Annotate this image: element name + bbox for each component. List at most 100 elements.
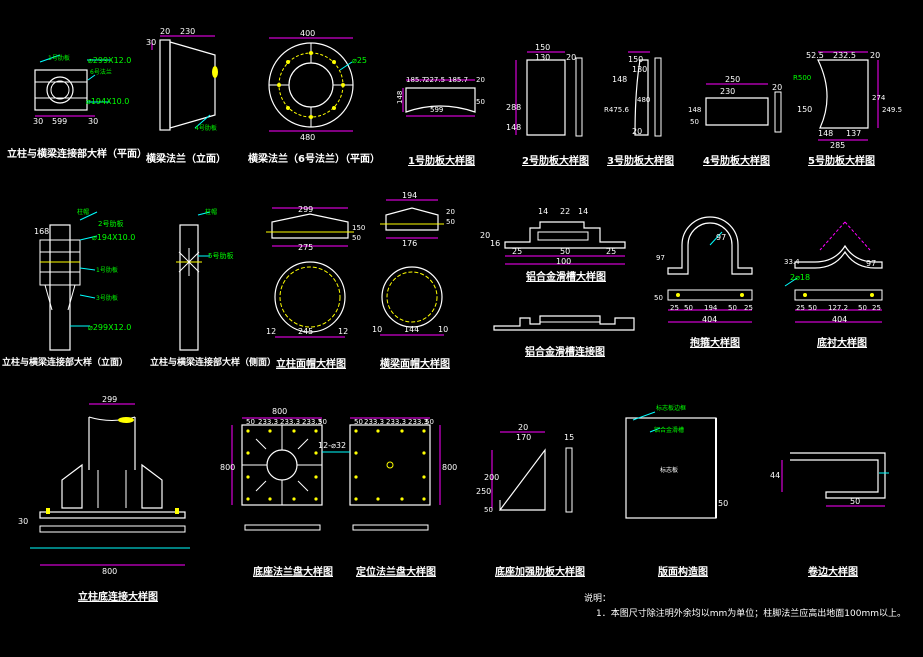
v11-dim-b: 275 (298, 243, 313, 252)
view-positioning-flange: 50 233.3 233.3 233.3 50 12-⌀32 800 (318, 417, 457, 531)
v11-dim-f: 150 (352, 224, 365, 232)
v4-dim-e: 599 (430, 106, 443, 114)
v16-dim-d: 50 (808, 304, 817, 312)
v12-dim-g: 50 (446, 218, 455, 226)
title-column-beam-plan: 立柱与横梁连接部大样（平面） (7, 149, 147, 160)
v8-dim-g: 137 (846, 129, 861, 138)
v1-dim-left: 30 (33, 117, 43, 126)
v5-dim-c: 20 (566, 53, 576, 62)
v19-dim-b: 233.3 (364, 418, 384, 426)
title-column-beam-side: 立柱与横梁连接部大样（侧面） (150, 358, 277, 368)
title-column-cap: 立柱面帽大样图 (276, 359, 346, 370)
title-aluminium-slot-connection: 铝合金滑槽连接图 (525, 347, 605, 358)
view-hoop: 97 97 50 25 50 194 50 25 404 (654, 216, 753, 324)
v16-dim-a: 33.4 (784, 258, 800, 266)
v1-note-flange: 6号法兰 (90, 68, 112, 76)
v18-dim-d: 233.3 (302, 418, 322, 426)
view-beam-flange-elevation: 20 230 30 4号肋板 (146, 27, 218, 132)
v9-dim-c: ⌀299X12.0 (88, 323, 131, 332)
v21-note-slot: 铝合金滑槽 (654, 426, 684, 434)
v3-dim-top: 400 (300, 29, 315, 38)
v11-dim-d: 245 (298, 327, 313, 336)
v3-dim-hole: ⌀25 (352, 56, 367, 65)
v13-dim-b: 22 (560, 207, 570, 216)
v4-dim-f: 148 (396, 91, 404, 104)
view-rib-plate-5: 52.5 232.5 20 274 249.5 148 137 285 150 … (793, 51, 902, 150)
v22-dim-b: 44 (770, 471, 780, 480)
v18-dim-top: 800 (272, 407, 287, 416)
view-rib-plate-4: 250 230 20 148 50 (688, 75, 782, 133)
v16-dim-holes: 2⌀18 (790, 273, 810, 282)
title-base-rib: 底座加强肋板大样图 (495, 567, 585, 578)
v8-dim-f: 148 (818, 129, 833, 138)
v4-dim-d: 20 (476, 76, 485, 84)
v20-dim-b: 170 (516, 433, 531, 442)
v4-dim-b: 227.5 (425, 76, 445, 84)
v5-dim-a: 150 (535, 43, 550, 52)
v16-dim-h: 404 (832, 315, 847, 324)
v12-dim-e: 10 (438, 325, 448, 334)
v6-dim-b: 130 (632, 65, 647, 74)
v9-note-rib3: 3号肋板 (96, 294, 118, 302)
v15-dim-e: 50 (684, 304, 693, 312)
v15-dim-a: 97 (716, 233, 726, 242)
v1-dim-pipe-large: ⌀299X12.0 (88, 56, 131, 65)
title-base-flange: 底座法兰盘大样图 (253, 567, 333, 578)
v20-dim-d: 200 (484, 473, 499, 482)
v15-dim-b: 97 (656, 254, 665, 262)
v1-dim-pipe-small: ⌀194X10.0 (86, 97, 129, 106)
v5-dim-b: 130 (535, 53, 550, 62)
v7-dim-c: 20 (772, 83, 782, 92)
v8-dim-b: 232.5 (833, 51, 856, 60)
title-panel-construction: 版面构造图 (658, 567, 708, 578)
v13-dim-h: 20 (480, 231, 490, 240)
v10-note-cap: 柱帽 (205, 208, 217, 216)
view-base-liner: 2⌀18 33.4 97 25 50 127.2 50 25 404 (784, 221, 883, 324)
v16-dim-c: 25 (796, 304, 805, 312)
view-column-base: 299 800 30 (18, 395, 190, 576)
v19-dim-e: 50 (425, 418, 434, 426)
v6-dim-f: 20 (632, 127, 642, 136)
v19-dim-a: 50 (354, 418, 363, 426)
v19-dim-d: 233.3 (408, 418, 428, 426)
view-column-beam-plan: ⌀299X12.0 ⌀194X10.0 30 599 30 1号肋板 6号法兰 (33, 54, 131, 126)
v18-dim-a: 50 (246, 418, 255, 426)
drawing-notes: 说明： 1．本图尺寸除注明外余均以mm为单位；柱脚法兰应高出地面100mm以上。 (584, 592, 906, 622)
notes-line-1: 1．本图尺寸除注明外余均以mm为单位；柱脚法兰应高出地面100mm以上。 (596, 609, 906, 619)
v15-dim-c: 50 (654, 294, 663, 302)
v5-dim-e: 148 (506, 123, 521, 132)
v12-dim-b: 176 (402, 239, 417, 248)
v15-dim-i: 404 (702, 315, 717, 324)
title-rib-plate-1: 1号肋板大样图 (408, 156, 475, 167)
v13-dim-i: 16 (490, 239, 500, 248)
title-column-base: 立柱底连接大样图 (78, 592, 158, 603)
v8-dim-e: 249.5 (882, 106, 902, 114)
title-beam-flange-plan: 横梁法兰（6号法兰）（平面） (248, 154, 380, 165)
v21-note-board: 标志板 (660, 466, 678, 474)
v7-dim-b: 230 (720, 87, 735, 96)
v17-dim-a: 299 (102, 395, 117, 404)
title-hoop: 抱箍大样图 (690, 338, 740, 349)
v13-dim-e: 50 (560, 247, 570, 256)
v9-note-rib2: 2号肋板 (98, 219, 123, 228)
title-base-liner: 底衬大样图 (817, 338, 867, 349)
v3-dim-bottom: 480 (300, 133, 315, 142)
view-panel-construction: 标志板边框 铝合金滑槽 标志板 50 (625, 404, 728, 519)
v19-dim-side: 800 (442, 463, 457, 472)
v15-dim-f: 194 (704, 304, 718, 312)
view-aluminium-slot: 14 22 14 25 50 25 100 20 16 (480, 207, 626, 266)
title-beam-flange-elevation: 横梁法兰（立面） (146, 154, 226, 165)
title-rib-plate-2: 2号肋板大样图 (522, 156, 589, 167)
v12-dim-d: 144 (404, 325, 419, 334)
v10-note-rib5: 5号肋板 (208, 251, 233, 260)
v20-dim-c: 15 (564, 433, 574, 442)
v1-dim-mid: 599 (52, 117, 67, 126)
title-column-beam-elevation: 立柱与横梁连接部大样（立面） (2, 358, 129, 368)
v2-dim-c: 30 (146, 38, 156, 47)
v20-dim-a: 20 (518, 423, 528, 432)
v11-dim-a: 299 (298, 205, 313, 214)
v8-dim-i: 150 (797, 105, 812, 114)
view-column-beam-side: 柱帽 5号肋板 (176, 208, 233, 351)
v13-dim-c: 14 (578, 207, 588, 216)
